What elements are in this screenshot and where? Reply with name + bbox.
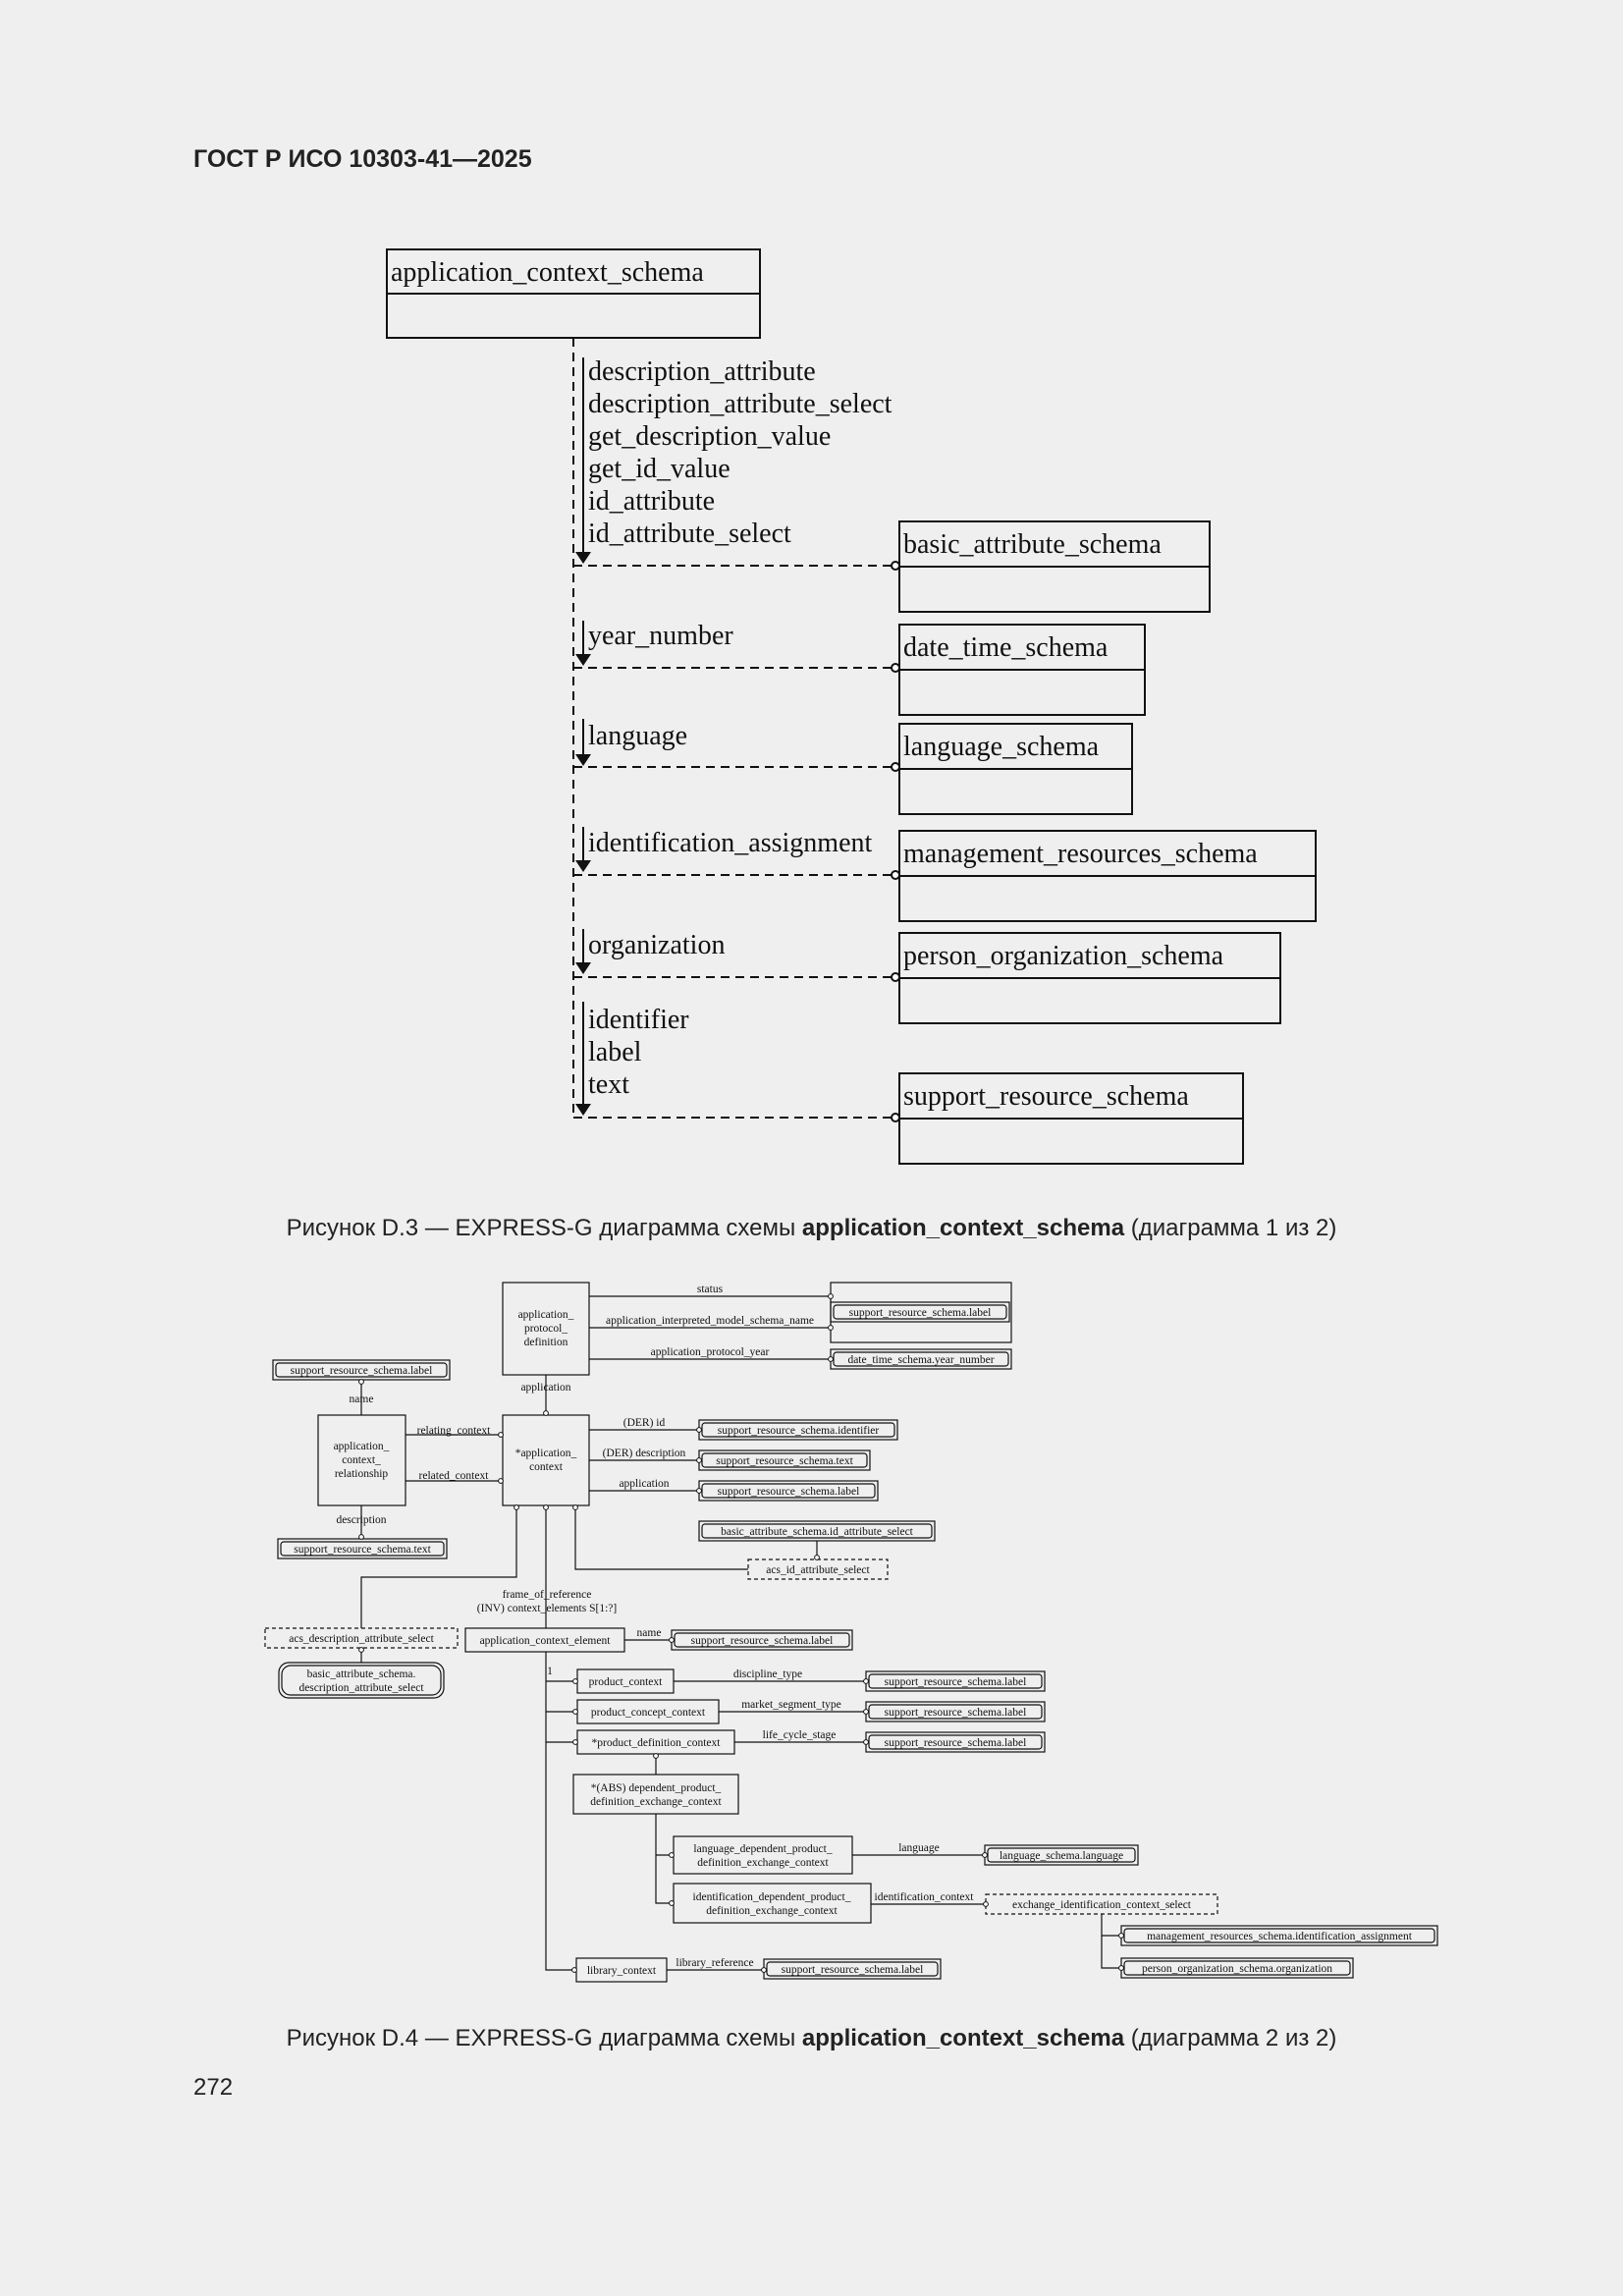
attribute-label: language — [898, 1842, 940, 1854]
entity-label: library_context — [587, 1965, 657, 1977]
caption-schema-name: application_context_schema — [801, 1215, 1125, 1241]
ref-label: identifier — [588, 1005, 689, 1035]
attribute-label: (INV) context_elements S[1:?] — [477, 1603, 617, 1614]
type-ref-label: support_resource_schema.text — [294, 1544, 431, 1556]
ref-label: description_attribute_select — [588, 389, 893, 419]
ref-label: get_id_value — [588, 454, 730, 484]
select-label: exchange_identification_context_select — [1012, 1899, 1192, 1911]
select-label: acs_description_attribute_select — [289, 1633, 434, 1645]
attribute-label: frame_of_reference — [503, 1589, 592, 1601]
main-schema-name: application_context_schema — [391, 257, 704, 288]
attribute-label: (DER) id — [623, 1417, 666, 1429]
attribute-label: description — [336, 1514, 386, 1526]
ref-label: organization — [588, 930, 725, 960]
entity-label: definition_exchange_context — [590, 1796, 722, 1808]
ref-label: get_description_value — [588, 421, 831, 452]
type-ref-label: support_resource_schema.label — [885, 1707, 1027, 1719]
caption-text: Рисунок D.4 — EXPRESS-G диаграмма схемы — [286, 2025, 802, 2051]
attribute-label: life_cycle_stage — [763, 1729, 837, 1741]
ref-label: id_attribute_select — [588, 519, 791, 549]
figure-d3-caption: Рисунок D.3 — EXPRESS-G диаграмма схемы … — [0, 1215, 1623, 1242]
type-ref-label: description_attribute_select — [298, 1682, 424, 1694]
attribute-label: discipline_type — [733, 1668, 802, 1680]
entity-label: *(ABS) dependent_product_ — [591, 1782, 722, 1794]
attribute-label: 1 — [547, 1666, 553, 1677]
page-number: 272 — [193, 2074, 234, 2101]
type-ref-label: support_resource_schema.label — [691, 1635, 834, 1647]
select-label: acs_id_attribute_select — [766, 1564, 870, 1576]
attribute-label: library_reference — [676, 1957, 753, 1969]
type-ref-label: support_resource_schema.label — [849, 1307, 992, 1319]
entity-label: application_context_element — [480, 1635, 612, 1647]
schema-name: support_resource_schema — [903, 1081, 1189, 1112]
type-ref-label: management_resources_schema.identificati… — [1147, 1931, 1413, 1942]
entity-label: protocol_ — [524, 1323, 568, 1335]
entity-label: definition_exchange_context — [697, 1857, 829, 1869]
attribute-label: application_protocol_year — [651, 1346, 770, 1358]
entity-application-context — [502, 1414, 590, 1506]
type-ref-label: support_resource_schema.label — [885, 1737, 1027, 1749]
attribute-label: relating_context — [417, 1425, 492, 1437]
attribute-label: identification_context — [875, 1891, 975, 1903]
caption-schema-name: application_context_schema — [801, 2025, 1125, 2051]
ref-label: year_number — [588, 621, 733, 651]
figure-d4-caption: Рисунок D.4 — EXPRESS-G диаграмма схемы … — [0, 2025, 1623, 2052]
entity-label: identification_dependent_product_ — [693, 1891, 851, 1903]
type-ref-label: language_schema.language — [1000, 1850, 1123, 1862]
type-ref-label: basic_attribute_schema. — [307, 1668, 416, 1680]
entity-identification-dependent-context — [673, 1883, 872, 1924]
entity-label: product_context — [589, 1676, 664, 1688]
entity-label: definition_exchange_context — [706, 1905, 838, 1917]
entity-label: application_ — [518, 1309, 574, 1321]
type-ref-label: support_resource_schema.label — [782, 1964, 924, 1976]
entity-label: product_concept_context — [591, 1707, 706, 1719]
schema-name: date_time_schema — [903, 632, 1109, 663]
caption-text: (диаграмма 2 из 2) — [1124, 2025, 1337, 2051]
schema-name: person_organization_schema — [903, 941, 1224, 971]
schema-name: language_schema — [903, 732, 1100, 762]
entity-label: definition — [524, 1337, 568, 1348]
entity-label: relationship — [335, 1468, 389, 1480]
attribute-label: application_interpreted_model_schema_nam… — [606, 1315, 814, 1327]
type-ref-label: support_resource_schema.text — [716, 1455, 853, 1467]
type-ref-label: support_resource_schema.label — [291, 1365, 433, 1377]
attribute-label: related_context — [419, 1470, 490, 1482]
attribute-label: application — [619, 1478, 669, 1490]
ref-label: language — [588, 721, 687, 751]
type-ref-label: person_organization_schema.organization — [1142, 1963, 1332, 1975]
type-ref-boxes — [272, 1301, 1438, 1980]
page-header: ГОСТ Р ИСО 10303-41—2025 — [193, 145, 532, 173]
type-ref-label: date_time_schema.year_number — [847, 1354, 994, 1366]
ref-label: description_attribute — [588, 356, 816, 387]
type-ref-label: support_resource_schema.label — [718, 1486, 860, 1498]
entity-label: context — [529, 1461, 564, 1473]
caption-text: (диаграмма 1 из 2) — [1124, 1215, 1337, 1241]
ref-label: label — [588, 1037, 642, 1067]
entity-label: application_ — [334, 1441, 390, 1452]
attribute-label: name — [350, 1394, 374, 1405]
entity-label: *product_definition_context — [592, 1737, 722, 1749]
attribute-label: name — [637, 1627, 662, 1639]
ref-label: id_attribute — [588, 486, 715, 517]
figure-d3-diagram: application_context_schema description_a… — [386, 248, 1317, 1165]
entity-label: context_ — [342, 1454, 381, 1466]
entity-label: *application_ — [515, 1448, 577, 1459]
ref-label: identification_assignment — [588, 828, 872, 858]
ref-label: text — [588, 1069, 629, 1100]
caption-text: Рисунок D.3 — EXPRESS-G диаграмма схемы — [286, 1215, 802, 1241]
attribute-label: (DER) description — [603, 1448, 686, 1459]
type-ref-label: support_resource_schema.identifier — [718, 1425, 880, 1437]
schema-name: basic_attribute_schema — [903, 529, 1162, 560]
entity-dependent-product-definition-exchange-context — [572, 1774, 739, 1815]
attribute-label: market_segment_type — [741, 1699, 841, 1711]
type-ref-label: support_resource_schema.label — [885, 1676, 1027, 1688]
schema-name: management_resources_schema — [903, 839, 1258, 869]
attribute-label: application — [520, 1382, 570, 1394]
type-ref-label: basic_attribute_schema.id_attribute_sele… — [721, 1526, 914, 1538]
entity-label: language_dependent_product_ — [693, 1843, 832, 1855]
attribute-label: status — [697, 1284, 724, 1295]
